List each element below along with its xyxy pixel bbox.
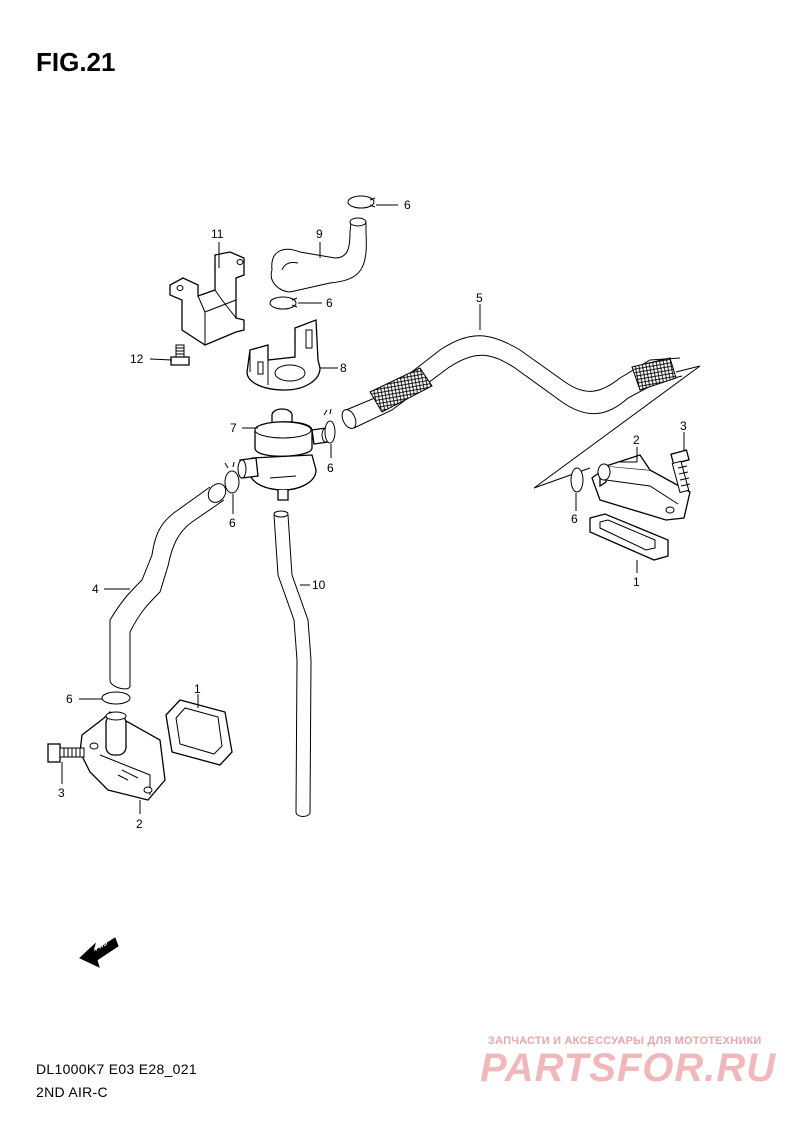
watermark-tagline: ЗАПЧАСТИ И АКСЕССУАРЫ ДЛЯ МОТОТЕХНИКИ	[488, 1035, 762, 1047]
callout-3: 3	[680, 419, 687, 433]
callout-6: 6	[327, 461, 334, 475]
hose-9	[270, 217, 367, 293]
callout-5: 5	[476, 291, 483, 305]
leader-lines	[61, 204, 685, 814]
watermark-logo: PARTSFOR.RU	[480, 1046, 777, 1090]
callout-1: 1	[633, 575, 640, 589]
reed-cover-2-right	[591, 454, 691, 521]
bolt-3-right	[670, 449, 691, 494]
callout-2: 2	[633, 433, 640, 447]
diagram-model-code: DL1000K7 E03 E28_021	[36, 1061, 197, 1077]
gasket-1-right	[589, 513, 669, 561]
reed-cover-2-left	[79, 711, 166, 801]
callout-6: 6	[404, 198, 411, 212]
callout-6: 6	[229, 516, 236, 530]
callout-6: 6	[571, 512, 578, 526]
callout-1: 1	[194, 682, 201, 696]
clamp-6-lower-left	[101, 691, 131, 705]
clamp-6-valve-left	[224, 461, 240, 494]
callout-4: 4	[92, 582, 99, 596]
gasket-1-left	[165, 699, 233, 766]
bolt-12	[170, 344, 190, 366]
callout-6: 6	[326, 296, 333, 310]
callout-9: 9	[316, 227, 323, 241]
callout-10: 10	[312, 578, 326, 592]
diagram-section-name: 2ND AIR-C	[36, 1084, 108, 1100]
callout-3: 3	[58, 786, 65, 800]
bolt-3-left	[47, 743, 85, 763]
clamp-6-mid	[269, 296, 298, 310]
plane-line-diagonal	[533, 365, 701, 489]
clamp-6-valve-right	[323, 408, 336, 444]
bracket-11	[169, 251, 245, 346]
figure-title: FIG.21	[36, 47, 116, 77]
callout-8: 8	[340, 361, 347, 375]
hose-5	[341, 335, 683, 429]
callout-12: 12	[130, 352, 144, 366]
clamp-6-right	[570, 467, 584, 493]
callout-7: 7	[230, 421, 237, 435]
callout-6: 6	[66, 692, 73, 706]
hose-10	[273, 510, 312, 817]
holder-8	[246, 319, 321, 391]
callout-11: 11	[211, 227, 224, 241]
callout-2: 2	[136, 817, 143, 831]
clamp-6-top	[347, 195, 376, 209]
plane-line-top	[675, 365, 701, 373]
hose-4	[109, 483, 227, 690]
valve-7	[237, 408, 331, 501]
fwd-arrow-icon: FWD	[79, 937, 119, 968]
